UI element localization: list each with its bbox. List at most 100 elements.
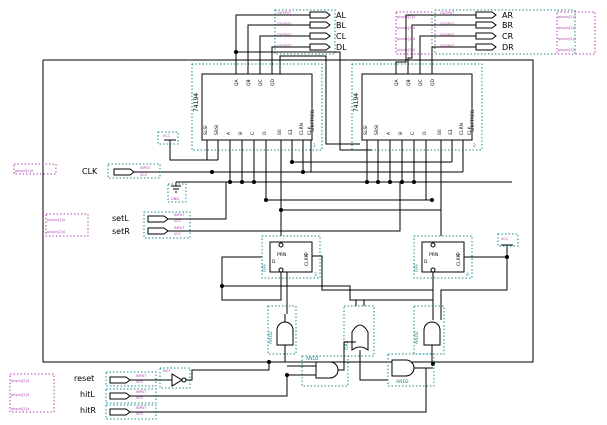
output-cl-tag: OUTPUT: [277, 33, 292, 37]
input-reset-tag: INPUT: [136, 374, 147, 378]
dff-left-q: Q: [304, 252, 308, 258]
shift-register-left[interactable]: 74194 SHIFTREG 1 QA QB QC QD SLSI SRSI A…: [191, 63, 323, 151]
chip-left-pin-srsi: SRSI: [214, 125, 220, 135]
output-dl-tag: OUTPUT: [277, 44, 292, 48]
dff-right-d: D: [424, 259, 428, 265]
chip-right-pin-a: A: [386, 131, 392, 135]
pin-marker-hitl: pinpin[2]4: [11, 393, 30, 397]
and-gate-lower-middle[interactable]: AND2: [287, 341, 356, 387]
chip-left-pin-clrn: CLRN: [299, 123, 305, 135]
input-setr-tag: INPUT: [174, 226, 185, 230]
chip-right-pin-qb: QB: [406, 79, 412, 86]
pin-marker-r5: pinpin[2]4: [558, 15, 577, 19]
dff-right-q: Q: [456, 252, 460, 258]
wires-right-outputs: [279, 14, 476, 145]
pin-marker-r7: pinpin[2]4: [558, 37, 577, 41]
dff-left-label: DFF: [262, 263, 268, 272]
chip-right-pin-b: B: [398, 132, 404, 135]
input-setr[interactable]: setR INPUT VCC: [112, 182, 401, 236]
chip-right-pin-s1: S1: [448, 129, 454, 135]
output-bl-tag: OUTPUT: [277, 22, 292, 26]
gnd-symbol: GND: [167, 182, 187, 203]
dff-left[interactable]: PRN CLRN D Q DFF 3: [221, 235, 434, 320]
pin-marker-clk: pinpin[2]4: [15, 169, 34, 173]
feedback-frame: [42, 59, 534, 363]
vcc-symbol-right: VCC: [497, 233, 519, 247]
chip-right-name: 74194: [353, 93, 360, 112]
chip-left-name: 74194: [193, 93, 200, 112]
chip-left-pin-c: C: [250, 132, 256, 135]
pin-marker-reset: pinpin[2]4: [11, 379, 30, 383]
chip-right-pin-qd: QD: [430, 78, 436, 86]
chip-left-pin-a: A: [226, 131, 232, 135]
output-dr-label: DR: [502, 43, 514, 52]
chip-right-pin-s0: S0: [437, 129, 443, 135]
chip-left-pin-qd: QD: [270, 78, 276, 86]
chip-right-pin-slsi: SLSI: [363, 125, 369, 135]
chip-left-pin-qa: QA: [234, 78, 240, 86]
vcc-right-label: VCC: [501, 237, 509, 241]
chip-right-instance: 2: [473, 143, 476, 149]
output-ar-tag: OUTPUT: [440, 11, 455, 15]
and-gate-upper-right[interactable]: AND2: [413, 305, 445, 364]
output-cl-label: CL: [336, 32, 347, 41]
chip-left-pin-qc: QC: [258, 79, 264, 86]
input-reset[interactable]: reset INPUT VCC: [74, 371, 172, 387]
input-hitr-tag: INPUT: [136, 406, 147, 410]
shift-register-right[interactable]: 74194 SHIFTREG 2 QA QB QC QD SLSI SRSI A…: [351, 63, 483, 151]
dff-right-instance: 4: [466, 272, 469, 278]
chip-left-instance: 1: [313, 143, 316, 149]
output-ar-label: AR: [502, 11, 513, 20]
vcc-symbol-top: VCC: [157, 131, 179, 145]
output-ports-left: OUTPUT AL OUTPUT BL OUTPUT CL OUTPUT DL: [274, 9, 347, 55]
input-clk-vcc: VCC: [140, 173, 148, 177]
output-br-tag: OUTPUT: [440, 22, 455, 26]
input-clk[interactable]: CLK INPUT VCC: [82, 163, 161, 179]
and-upper-right-label: AND2: [414, 331, 420, 344]
dff-left-instance: 3: [314, 272, 317, 278]
chip-left-pin-s0: S0: [277, 129, 283, 135]
gnd-label: GND: [171, 197, 179, 201]
or-gate-middle[interactable]: OR2: [343, 300, 388, 381]
input-hitl[interactable]: hitL INPUT VCC: [80, 375, 288, 404]
output-cr-label: CR: [502, 32, 514, 41]
output-bl-label: BL: [336, 21, 346, 30]
input-setl[interactable]: setL INPUT VCC: [112, 182, 227, 239]
output-dr-tag: OUTPUT: [440, 44, 455, 48]
vcc-top-label: VCC: [163, 134, 171, 138]
output-al-tag: OUTPUT: [277, 11, 292, 15]
chip-left-pin-clk: CLK: [307, 125, 313, 135]
input-setr-vcc: VCC: [174, 232, 182, 236]
pin-marker-r8: pinpin[2]4: [558, 48, 577, 52]
junction-dots: [210, 50, 509, 377]
not-label: NOT: [163, 369, 171, 373]
pin-marker-setl: pinpin[2]4: [47, 218, 66, 222]
chip-right-pin-qc: QC: [418, 79, 424, 86]
input-hitl-vcc: VCC: [136, 396, 144, 400]
input-setl-tag: INPUT: [174, 213, 185, 217]
input-setl-vcc: VCC: [174, 219, 182, 223]
input-clk-tag: INPUT: [140, 166, 151, 170]
dff-right-clrn: CLRN: [456, 254, 462, 266]
dff-left-prn: PRN: [277, 252, 286, 258]
dff-right-prn: PRN: [429, 252, 438, 258]
chip-left-subtitle: SHIFTREG: [310, 109, 316, 132]
dff-right[interactable]: PRN CLRN D Q DFF 4: [222, 235, 508, 320]
chip-left-pin-qb: QB: [246, 79, 252, 86]
not-gate[interactable]: NOT: [159, 362, 270, 389]
chip-right-subtitle: SHIFTREG: [470, 109, 476, 132]
and-gate-upper-left[interactable]: AND2: [267, 305, 297, 362]
and-gate-lower-right[interactable]: AND2: [387, 353, 435, 387]
chip-right-pin-srsi: SRSI: [374, 125, 380, 135]
and-lower-right-label: AND2: [396, 379, 409, 385]
pin-marker-r6: pinpin[2]4: [558, 26, 577, 30]
input-hitr[interactable]: hitR INPUT VCC: [80, 368, 427, 420]
output-al-label: AL: [336, 11, 346, 20]
dff-left-clrn: CLRN: [304, 254, 310, 266]
input-reset-vcc: VCC: [136, 380, 144, 384]
chip-bus-wiring: [160, 140, 512, 236]
input-hitl-label: hitL: [80, 390, 95, 399]
wires-left-outputs: [235, 14, 372, 151]
